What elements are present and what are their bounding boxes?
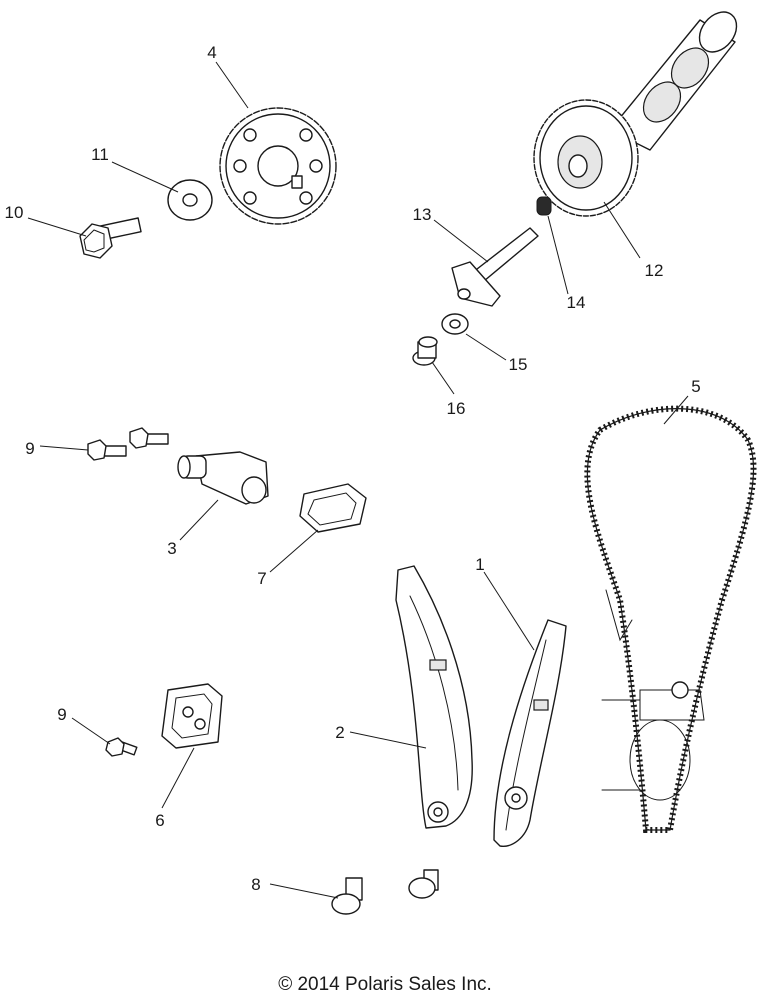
callout-1: 1 <box>475 555 484 574</box>
part-8-bolts <box>331 869 439 915</box>
part-7-gasket <box>299 483 367 533</box>
callout-2: 2 <box>335 723 344 742</box>
part-6-gasket <box>161 683 223 749</box>
callout-16: 16 <box>447 399 466 418</box>
callout-labels: 4 11 10 12 13 14 15 16 9 3 7 5 1 2 9 6 8 <box>5 43 701 894</box>
part-11-washer <box>167 179 213 221</box>
part-3-tensioner <box>177 451 269 505</box>
leader-lines <box>27 61 689 899</box>
callout-5: 5 <box>691 377 700 396</box>
part-5-cam-chain <box>584 405 757 833</box>
callout-7: 7 <box>257 569 266 588</box>
part-13-decomp-lever <box>451 227 539 307</box>
part-16-bushing <box>412 336 438 366</box>
part-4-cam-sprocket <box>219 107 337 225</box>
part-9-bolt-lower <box>105 737 138 757</box>
callout-6: 6 <box>155 811 164 830</box>
callout-4: 4 <box>207 43 216 62</box>
callout-9-lower: 9 <box>57 705 66 724</box>
callout-10: 10 <box>5 203 24 222</box>
callout-9-upper: 9 <box>25 439 34 458</box>
callout-3: 3 <box>167 539 176 558</box>
part-10-bolt <box>79 217 142 259</box>
part-2-chain-guide <box>395 565 473 829</box>
callout-11: 11 <box>91 145 109 164</box>
callout-12: 12 <box>645 261 664 280</box>
callout-13: 13 <box>413 205 432 224</box>
copyright-text: © 2014 Polaris Sales Inc. <box>278 974 492 995</box>
callout-14: 14 <box>567 293 586 312</box>
part-15-washer <box>441 313 469 335</box>
callout-15: 15 <box>509 355 528 374</box>
callout-8: 8 <box>251 875 260 894</box>
part-12-camshaft <box>533 11 738 217</box>
part-14-spring <box>536 196 552 216</box>
part-1-tensioner-guide <box>493 619 567 847</box>
part-9-bolts-upper <box>87 427 169 461</box>
